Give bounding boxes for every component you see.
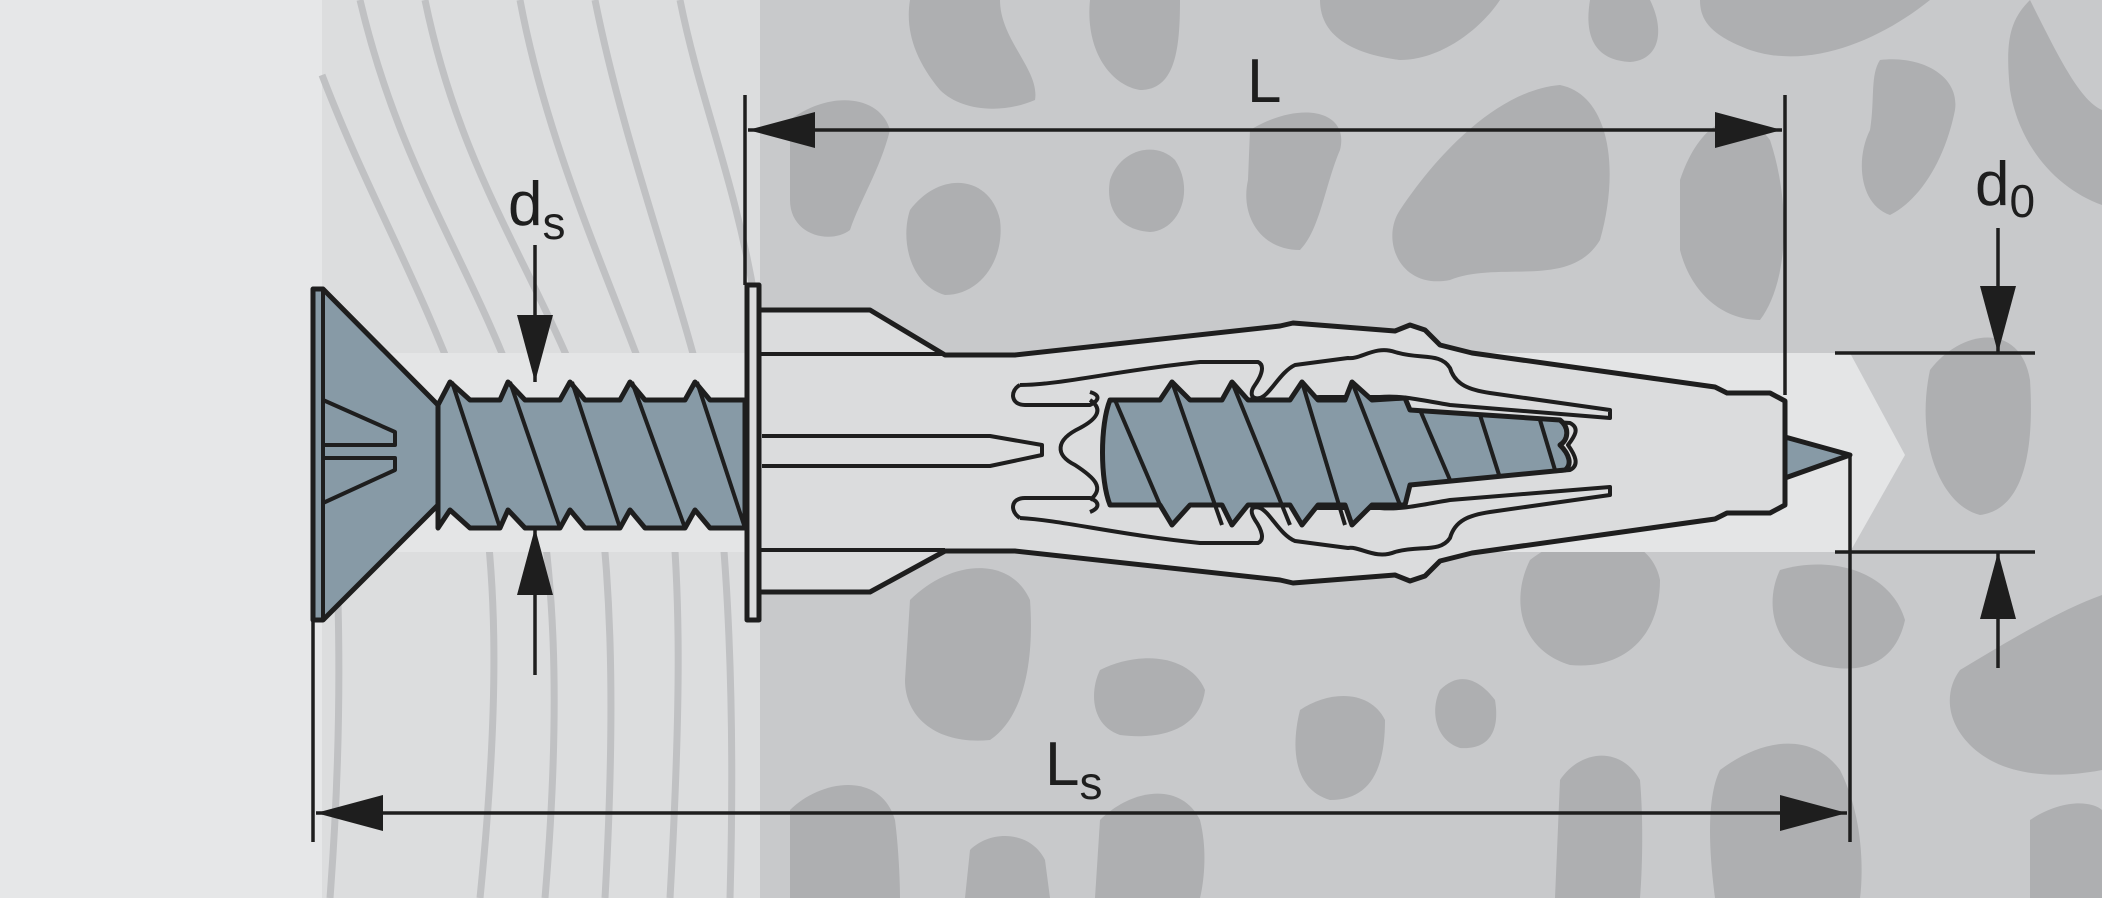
dimension-d0 <box>1835 228 2035 668</box>
label-Ls: Ls <box>1045 730 1102 809</box>
background-left <box>0 0 322 898</box>
label-L: L <box>1247 47 1281 116</box>
dimension-L <box>743 95 1787 395</box>
plug-expansion-segments <box>1011 348 1612 557</box>
screw-shank <box>435 379 1572 531</box>
label-ds: ds <box>508 170 565 249</box>
screw-tip <box>1782 434 1853 481</box>
plug-collar <box>744 282 762 623</box>
dimension-ds <box>517 245 553 675</box>
plug-ribs <box>757 352 1044 552</box>
label-d0: d0 <box>1975 150 2035 227</box>
screw-head <box>310 286 441 623</box>
concrete-aggregate <box>790 0 2102 898</box>
dimension-Ls <box>311 455 1852 842</box>
